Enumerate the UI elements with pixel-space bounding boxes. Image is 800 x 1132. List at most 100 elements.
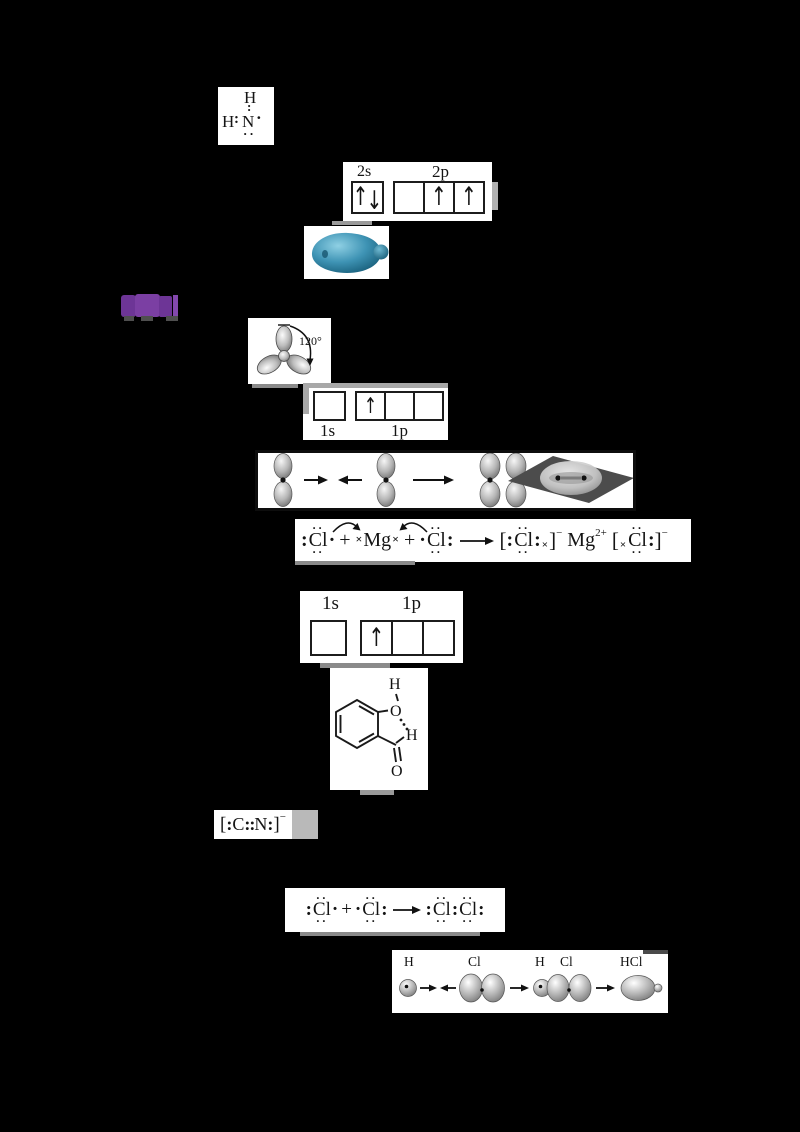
orbital-label-2p: 2p <box>432 162 449 181</box>
scan-artifact <box>300 932 480 936</box>
teal-orbital-image <box>311 232 389 273</box>
atom-h-left: H <box>222 112 235 131</box>
salicylaldehyde-structure: H O H O <box>335 676 418 780</box>
orbital-boxes-1p: ↑ <box>360 620 455 656</box>
label-cl: Cl <box>468 954 481 969</box>
shared-pair-dots: : <box>534 529 541 551</box>
redacted-glyph <box>135 294 160 317</box>
electron-cross: × <box>392 532 400 546</box>
right-bracket: ] <box>654 528 662 552</box>
label-cl: Cl <box>560 954 573 969</box>
charge-minus: − <box>279 810 286 823</box>
bond-pair-dots: : <box>247 99 252 114</box>
lewis-atom-cl: ·· Cl ·· <box>426 521 446 559</box>
orbital-box-2p2: ↑ <box>423 181 455 214</box>
orbital-boxes-2p: ↑ ↑ <box>393 181 485 214</box>
lone-pair-dots: : <box>381 899 388 920</box>
right-arrow-icon <box>392 906 421 914</box>
charge-minus: − <box>661 526 668 539</box>
up-arrow-icon: ↑ <box>461 181 477 212</box>
lewis-atom-cl: ·· Cl ·· <box>432 891 451 928</box>
hydroxyl-o-label: O <box>390 703 402 720</box>
up-arrow-icon: ↑ <box>363 392 378 419</box>
atom-h-top: H <box>244 88 257 107</box>
scan-artifact <box>332 221 372 225</box>
hybrid-orbital-figure <box>304 226 389 279</box>
lone-pair-dots: : <box>446 529 454 551</box>
atom-n: N <box>254 814 268 834</box>
label-h: H <box>535 954 545 969</box>
mgcl2-ionic-equation: : ·· Cl ·· · + × Mg × + · ·· Cl ·· : [ :… <box>295 519 691 562</box>
hcl-overlap-image: H Cl H Cl HCl <box>399 954 663 1003</box>
single-electron-dot: · <box>256 108 262 127</box>
lone-pair-dots: : <box>267 814 274 834</box>
orbital-box-1p2 <box>384 391 415 421</box>
single-electron-dot: · <box>419 529 426 551</box>
charge-minus: − <box>556 526 563 539</box>
scan-artifact <box>360 790 394 795</box>
curved-arrow-icon <box>332 522 361 533</box>
scan-artifact <box>252 384 298 388</box>
lewis-atom-cl: ·· Cl ·· <box>362 891 381 928</box>
orbital-box-2p3: ↑ <box>453 181 485 214</box>
orbital-box-2s: ↑ ↓ <box>351 181 384 214</box>
atom-c: C <box>232 814 245 834</box>
orbital-boxes-1p: ↑ <box>355 391 444 421</box>
charge-2plus: 2+ <box>595 526 607 539</box>
scan-artifact <box>295 561 415 565</box>
ammonia-lewis-figure: H : H : N · ·· <box>218 87 274 145</box>
orbital-label-2s: 2s <box>357 163 372 180</box>
scan-artifact <box>643 950 668 954</box>
scan-artifact <box>303 388 309 414</box>
p-orbital-overlap-image <box>273 452 634 508</box>
sp2-orbital-figure: 120° <box>248 318 331 384</box>
salicylaldehyde-figure: H O H O <box>330 668 428 790</box>
electron-cross: × <box>541 538 549 551</box>
orbital-diagram-2s2p: 2s 2p ↑ ↓ ↑ ↑ <box>343 162 492 221</box>
lone-pair-dots: ·· <box>243 126 256 141</box>
orbital-label-1s: 1s <box>320 421 336 440</box>
label-hcl: HCl <box>620 954 643 969</box>
bond-pair-dots: :: <box>244 814 255 834</box>
cyanide-ion-lewis: [ : C :: N : ] − <box>214 810 292 839</box>
lone-pair-dots: : <box>506 529 514 551</box>
lone-pair-dots: : <box>226 814 233 834</box>
electron-cross: × <box>619 538 627 551</box>
left-bracket: [ <box>611 528 619 552</box>
left-bracket: [ <box>499 528 507 552</box>
right-bracket: ] <box>549 528 557 552</box>
curved-arrow-icon <box>399 522 428 533</box>
lewis-atom-cl: ·· Cl ·· <box>312 891 331 928</box>
scan-artifact <box>124 316 134 321</box>
orbital-box-1p3 <box>422 620 455 656</box>
scan-artifact <box>303 383 448 388</box>
plus-sign: + <box>339 529 351 551</box>
lewis-atom-cl: ·· Cl ·· <box>628 521 647 559</box>
lewis-atom-cl: ·· Cl ·· <box>459 891 478 928</box>
plus-sign: + <box>341 899 352 920</box>
orbital-diagram-1s1p-b: 1s 1p ↑ <box>300 591 463 663</box>
plus-sign: + <box>404 529 416 551</box>
up-arrow-icon: ↑ <box>431 181 447 212</box>
lone-pair-dots: : <box>305 899 312 920</box>
redacted-glyph <box>159 296 172 317</box>
cl2-lewis-equation: : ·· Cl ·· · + · ·· Cl ·· : : ·· Cl ·· :… <box>285 888 505 932</box>
redacted-glyph <box>121 295 136 317</box>
orbital-diagram-1s1p-a: ↑ 1s 1p <box>303 383 448 440</box>
sp2-orbital-image: 120° <box>253 324 322 379</box>
shared-pair-dots: : <box>451 899 459 920</box>
scan-artifact <box>492 182 498 210</box>
bond-pair-dots: : <box>234 111 239 127</box>
down-arrow-icon: ↓ <box>366 186 383 216</box>
orbital-box-1s <box>313 391 346 421</box>
lewis-atom-cl: ·· Cl ·· <box>308 521 328 559</box>
electron-cross: × <box>355 532 363 546</box>
orbital-box-1p2 <box>391 620 424 656</box>
atom-mg: Mg <box>363 529 392 551</box>
lone-pair-dots: : <box>478 899 485 920</box>
scan-artifact <box>292 810 318 839</box>
shared-pair-dots: : <box>648 529 655 551</box>
up-arrow-icon: ↑ <box>368 622 385 653</box>
orbital-box-1p3 <box>413 391 444 421</box>
